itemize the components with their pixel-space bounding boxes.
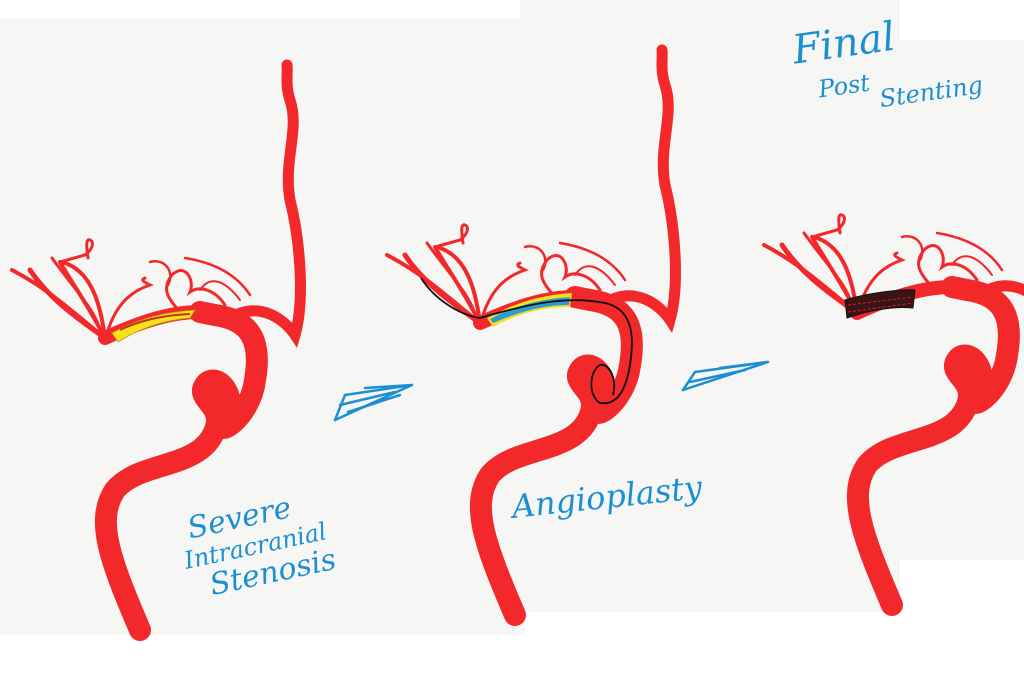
stent-icon — [844, 289, 916, 319]
panel-angioplasty-vessel — [387, 50, 675, 615]
guidewire — [420, 277, 633, 405]
arrow-icon — [681, 360, 770, 392]
panel-stenting-vessel — [764, 40, 1024, 605]
arrow-icon — [333, 383, 414, 422]
plaque-shape — [111, 309, 196, 343]
panel-stenosis-vessel — [12, 65, 300, 630]
label-line: Post — [816, 68, 872, 104]
